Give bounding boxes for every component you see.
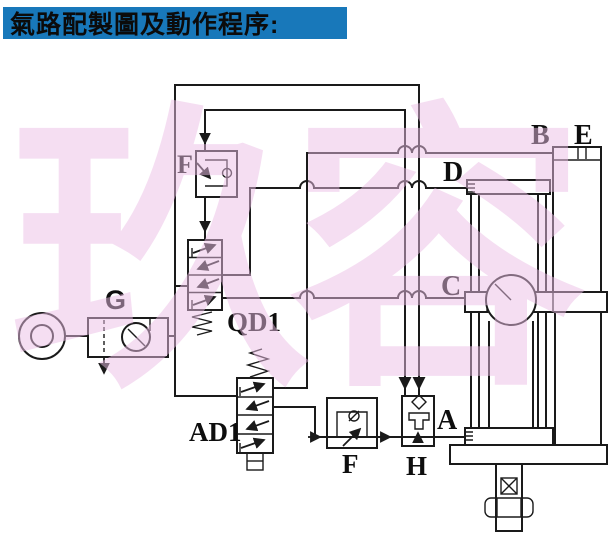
label-valve-qd1: QD1: [227, 307, 281, 337]
title-bar: 氣路配製圖及動作程序:: [3, 7, 347, 39]
hex-nut: [484, 497, 534, 518]
label-port-a: A: [437, 405, 458, 436]
top-cap: [466, 179, 551, 195]
label-flow-valve-top: F: [177, 150, 193, 179]
label-air-service-unit: G: [105, 285, 126, 315]
quick-exhaust-valve: [401, 394, 435, 447]
qd1-spring-icon: [191, 311, 213, 336]
air-source: [18, 312, 89, 360]
ad1-spring-icon: [245, 348, 271, 378]
base-plate: [449, 444, 608, 465]
flow-control-valve-top: [195, 150, 238, 198]
label-port-d: D: [443, 157, 463, 188]
label-port-c: C: [441, 271, 461, 302]
valve-ad1: [236, 348, 274, 471]
flow-control-valve-bottom: [326, 397, 378, 449]
supply-piping: [174, 84, 426, 397]
label-flow-valve-bottom: F: [342, 449, 359, 479]
label-reservoir: E: [574, 120, 593, 151]
filter-regulator: [87, 317, 176, 375]
cylinder-assembly: [449, 146, 608, 532]
check-diamond-icon: [411, 394, 427, 410]
signal-lines: [221, 145, 554, 443]
exhaust-plunger-icon: [408, 412, 430, 430]
label-valve-ad1: AD1: [189, 417, 242, 447]
rod-coupler: [500, 477, 518, 495]
valve-qd1: [187, 239, 223, 336]
label-port-b: B: [531, 120, 550, 151]
page-title: 氣路配製圖及動作程序:: [10, 11, 280, 39]
bottom-cap: [464, 427, 554, 446]
labels: F G QD1 AD1 F H A B C D E: [105, 120, 593, 481]
reservoir-body: [552, 146, 602, 293]
label-quick-exhaust: H: [406, 451, 427, 481]
